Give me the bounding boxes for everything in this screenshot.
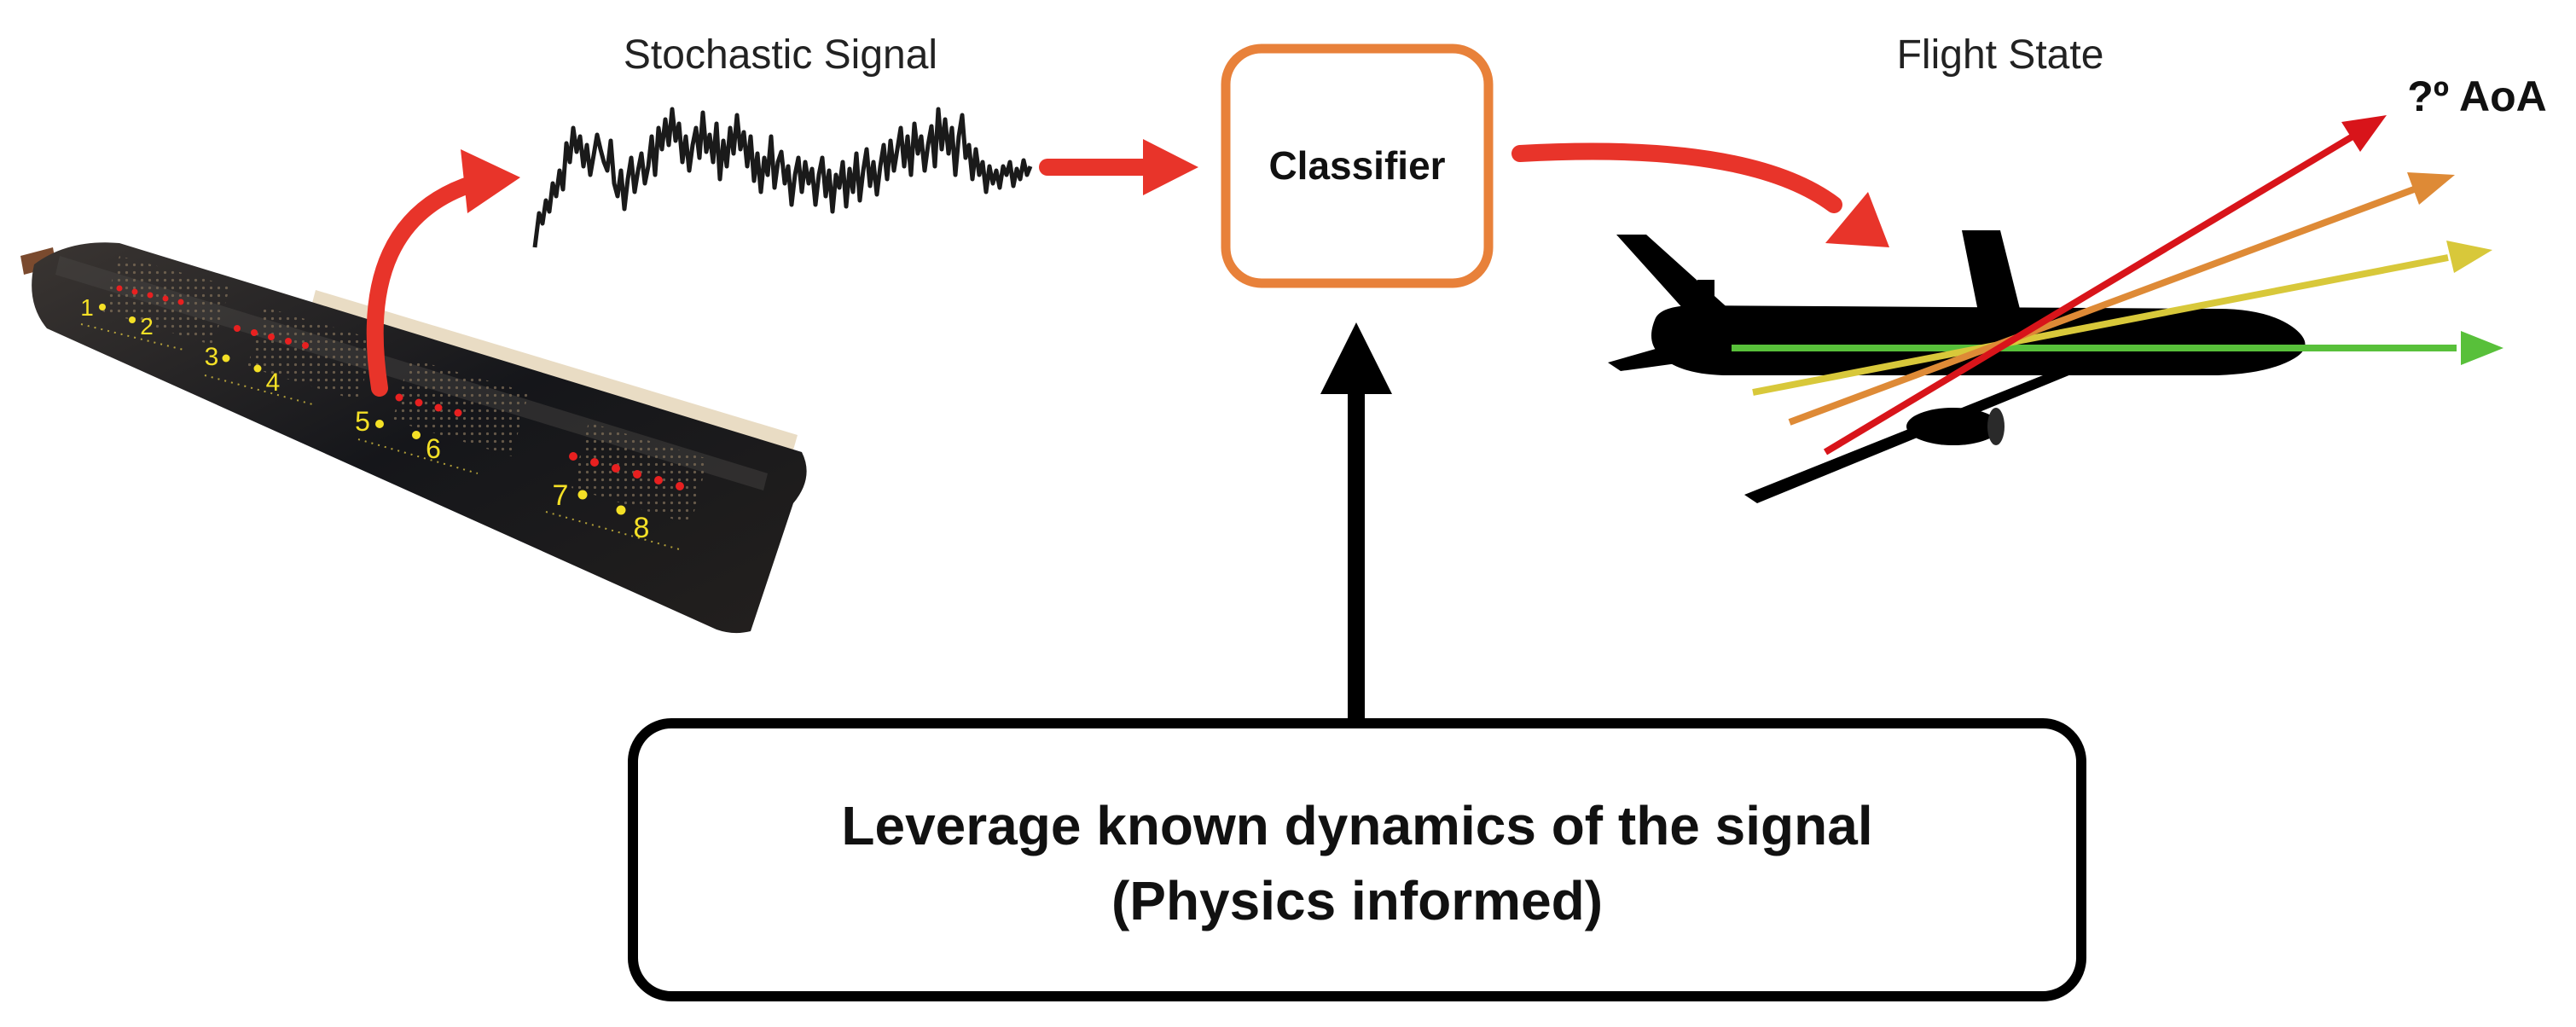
aoa-arrow-orange bbox=[1788, 172, 2455, 426]
stochastic-signal-label: Stochastic Signal bbox=[624, 32, 937, 78]
physics-to-classifier-arrow bbox=[1320, 322, 1392, 718]
sensor-label-1: 1 bbox=[80, 294, 94, 321]
classifier-box: Classifier bbox=[1221, 44, 1494, 288]
classifier-to-flight-arrow bbox=[1511, 142, 1889, 247]
physics-informed-box: Leverage known dynamics of the signal (P… bbox=[628, 718, 2086, 1001]
sensor-label-8: 8 bbox=[634, 512, 650, 544]
wing-sensor-icon: 1 2 3 4 5 6 7 8 bbox=[20, 242, 807, 634]
physics-line-1: Leverage known dynamics of the signal bbox=[841, 795, 1872, 856]
classifier-label: Classifier bbox=[1268, 143, 1445, 188]
stochastic-signal-waveform bbox=[532, 107, 1033, 248]
sensor-label-3: 3 bbox=[205, 343, 219, 371]
sensor-label-5: 5 bbox=[355, 406, 370, 437]
signal-to-classifier-arrow bbox=[1039, 139, 1198, 195]
airplane-silhouette-icon bbox=[1608, 230, 2306, 503]
sensor-label-6: 6 bbox=[426, 433, 441, 464]
aoa-arrow-red bbox=[1823, 115, 2387, 455]
sensor-label-7: 7 bbox=[553, 479, 569, 512]
sensor-label-2: 2 bbox=[140, 313, 154, 339]
physics-line-2: (Physics informed) bbox=[1111, 870, 1603, 931]
aoa-arrow-green bbox=[1732, 331, 2503, 365]
sensor-label-4: 4 bbox=[266, 368, 281, 397]
aoa-label: ?º AoA bbox=[2407, 73, 2547, 120]
aoa-arrow-yellow bbox=[1752, 241, 2492, 396]
flight-state-label: Flight State bbox=[1897, 32, 2104, 78]
wing-to-signal-arrow bbox=[366, 149, 520, 397]
